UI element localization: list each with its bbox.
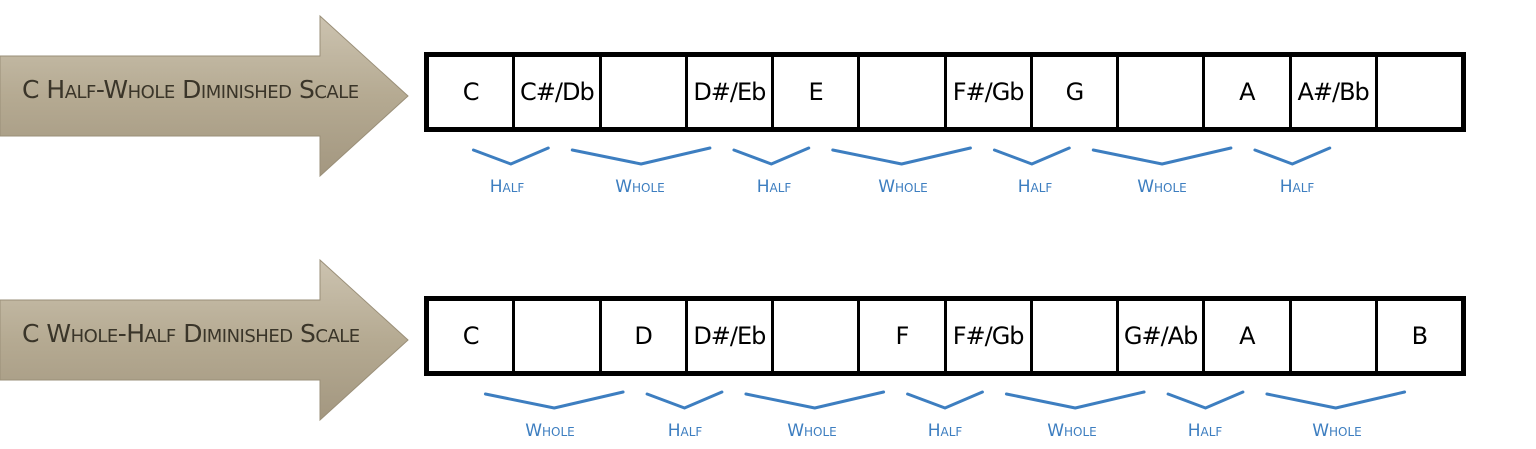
note-cell: F#/Gb [947, 57, 1033, 127]
note-cell [602, 57, 688, 127]
whole-step-bracket [831, 146, 972, 166]
note-cell [774, 301, 861, 371]
step-label: Half [489, 177, 525, 197]
scale-title-arrow: C Half-Whole Diminished Scale [0, 10, 420, 178]
half-step-bracket [906, 390, 984, 410]
step-label: Whole [787, 421, 837, 441]
step-label: Whole [1312, 421, 1362, 441]
step-label: Half [756, 177, 792, 197]
step-label: Half [927, 421, 963, 441]
note-cell: F [860, 301, 947, 371]
note-cell: D [602, 301, 688, 371]
half-step-bracket [732, 146, 811, 166]
note-cell [1033, 301, 1119, 371]
note-cell: G [1033, 57, 1119, 127]
step-label: Whole [525, 421, 575, 441]
step-label: Whole [1137, 177, 1187, 197]
half-step-bracket [645, 390, 724, 410]
half-whole-scale-row: C Half-Whole Diminished Scale C C#/Db D#… [0, 10, 1536, 200]
half-step-bracket [1253, 146, 1332, 166]
whole-step-bracket [1004, 390, 1146, 410]
note-cell: E [774, 57, 861, 127]
note-cell [1292, 301, 1378, 371]
note-cell: B [1411, 322, 1428, 350]
note-strip: C D D#/Eb F F#/Gb G#/Ab A B [424, 296, 1466, 376]
whole-step-bracket [744, 390, 886, 410]
note-cell: D#/Eb [688, 301, 774, 371]
whole-step-bracket [1265, 390, 1407, 410]
note-cell: G#/Ab [1119, 301, 1206, 371]
note-cell [1378, 57, 1461, 127]
half-step-bracket [471, 146, 550, 166]
scale-title: C Half-Whole Diminished Scale [22, 75, 359, 104]
half-step-bracket [1166, 390, 1245, 410]
note-cell: C [429, 57, 516, 127]
arrow-shape [0, 14, 409, 178]
note-cell: A [1205, 57, 1292, 127]
whole-step-bracket [483, 390, 625, 410]
step-label: Whole [615, 177, 665, 197]
arrow-shape [0, 258, 409, 422]
note-cell [860, 57, 947, 127]
note-cell [1119, 57, 1206, 127]
step-label: Half [1187, 421, 1223, 441]
half-step-bracket [992, 146, 1071, 166]
whole-half-scale-row: C Whole-Half Diminished Scale C D D#/Eb … [0, 254, 1536, 444]
whole-step-bracket [570, 146, 712, 166]
step-label: Half [1017, 177, 1053, 197]
note-cell: A#/Bb [1292, 57, 1378, 127]
note-cell: D#/Eb [688, 57, 774, 127]
step-label: Whole [878, 177, 928, 197]
step-brackets [471, 146, 1332, 166]
step-brackets [483, 390, 1407, 410]
note-cell: A [1205, 301, 1292, 371]
scale-title: C Whole-Half Diminished Scale [22, 319, 360, 348]
scale-title-arrow: C Whole-Half Diminished Scale [0, 254, 420, 422]
step-label: Half [1279, 177, 1315, 197]
note-strip: C C#/Db D#/Eb E F#/Gb G A A#/Bb [424, 52, 1466, 132]
step-label: Half [667, 421, 703, 441]
note-cell [515, 301, 602, 371]
note-cell: C [429, 301, 516, 371]
note-cell: F#/Gb [947, 301, 1033, 371]
whole-step-bracket [1091, 146, 1233, 166]
note-cell: C#/Db [515, 57, 602, 127]
step-label: Whole [1047, 421, 1097, 441]
